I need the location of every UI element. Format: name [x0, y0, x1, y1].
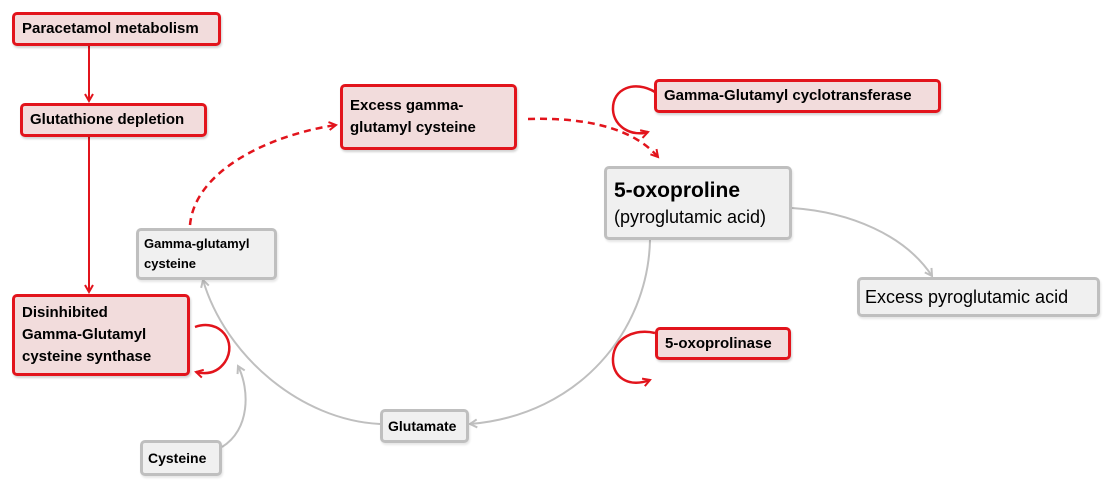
node-title: 5-oxoproline: [614, 179, 741, 202]
node-label: Gamma-glutamyl cysteine: [144, 236, 250, 271]
node-label: 5-oxoprolinase: [665, 334, 772, 352]
node-subtitle: (pyroglutamic acid): [614, 207, 767, 227]
loop-arrow-synthase: [195, 323, 231, 373]
node-disinhibited-synthase: Disinhibited Gamma-Glutamyl cysteine syn…: [12, 294, 190, 376]
node-glutathione-depletion: Glutathione depletion: [20, 103, 207, 137]
node-label: Glutamate: [388, 418, 457, 434]
node-gamma-glutamyl-cyclotransferase: Gamma-Glutamyl cyclotransferase: [654, 79, 941, 113]
loop-arrow-cyclotransferase: [611, 85, 656, 133]
node-label: Gamma-Glutamyl cyclotransferase: [664, 87, 912, 104]
node-5-oxoproline: 5-oxoproline (pyroglutamic acid): [604, 166, 792, 240]
loop-arrow-oxoprolinase: [611, 330, 656, 383]
node-cysteine: Cysteine: [140, 440, 222, 476]
dashed-arrow-ggc-to-excess: [188, 125, 336, 226]
arrow-cysteine-to-ggc: [221, 366, 247, 448]
node-label: Paracetamol metabolism: [22, 20, 199, 37]
dashed-arrow-excess-to-oxoproline: [527, 117, 658, 157]
node-excess-pyroglutamic-acid: Excess pyroglutamic acid: [857, 277, 1100, 317]
node-label: Cysteine: [148, 450, 207, 466]
arrow-glutamate-to-ggc: [203, 280, 381, 425]
node-gamma-glutamyl-cysteine: Gamma-glutamyl cysteine: [136, 228, 277, 280]
node-label: Excess pyroglutamic acid: [865, 287, 1069, 307]
node-paracetamol-metabolism: Paracetamol metabolism: [12, 12, 221, 46]
arrow-oxoproline-to-excess-pyroglutamic: [791, 207, 932, 276]
node-label: Disinhibited Gamma-Glutamyl cysteine syn…: [22, 304, 152, 365]
arrow-oxoproline-to-glutamate: [470, 239, 651, 424]
node-label: Glutathione depletion: [30, 111, 185, 128]
node-5-oxoprolinase: 5-oxoprolinase: [655, 327, 791, 360]
node-label: Excess gamma- glutamyl cysteine: [350, 97, 476, 136]
node-glutamate: Glutamate: [380, 409, 469, 443]
node-excess-gamma-glutamyl-cysteine: Excess gamma- glutamyl cysteine: [340, 84, 517, 150]
